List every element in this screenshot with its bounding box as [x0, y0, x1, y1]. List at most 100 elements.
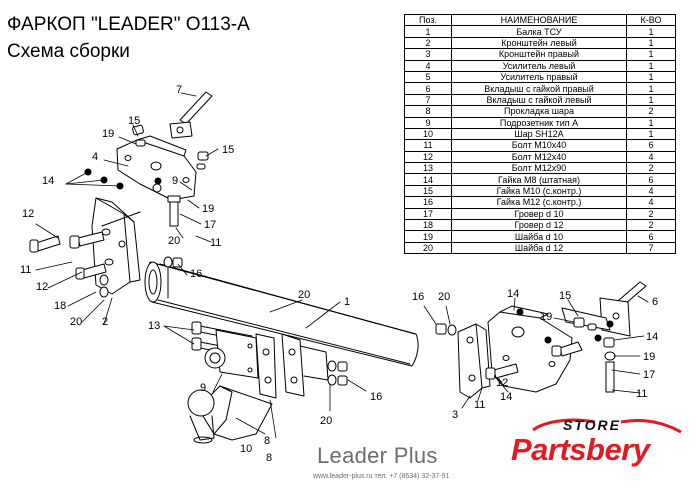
callout-label: 19 [202, 203, 214, 215]
cell-position: 18 [404, 219, 452, 232]
cell-position: 1 [404, 25, 452, 38]
callout-label: 15 [559, 290, 571, 302]
part-right-bracket [457, 323, 491, 399]
part-insert-left [169, 91, 213, 139]
cell-position: 14 [404, 173, 452, 186]
callout-label: 16 [412, 291, 424, 303]
cell-quantity: 2 [626, 105, 676, 118]
column-header-name: НАИМЕНОВАНИЕ [451, 13, 627, 27]
leader-lines [35, 92, 649, 439]
part-tow-beam [144, 261, 419, 367]
cell-name: Шар SH12A [451, 127, 627, 141]
callout-label: 8 [266, 452, 272, 464]
cell-position: 9 [404, 116, 452, 129]
logo-swoosh [532, 418, 682, 434]
page-subtitle: Схема сборки [7, 41, 130, 62]
cell-quantity: 2 [626, 162, 676, 175]
callout-label: 11 [636, 388, 647, 400]
cell-position: 3 [404, 48, 452, 61]
callout-label: 14 [500, 391, 512, 403]
callout-label: 3 [452, 409, 458, 421]
callout-label: 15 [222, 144, 234, 156]
callout-label: 19 [643, 351, 655, 363]
cell-quantity: 1 [626, 127, 676, 141]
cell-name: Кронштейн правый [451, 48, 627, 61]
brand-name: Leader Plus [317, 443, 438, 468]
part-insert-right [561, 281, 647, 337]
callout-label: 13 [148, 320, 160, 332]
callout-label: 10 [240, 443, 252, 455]
callout-label: 17 [204, 219, 216, 231]
cell-name: Вкладыш с гайкой правый [451, 82, 627, 95]
cell-quantity: 2 [626, 207, 676, 221]
cell-position: 16 [404, 196, 452, 209]
cell-quantity: 1 [626, 25, 676, 38]
cell-name: Болт М12х90 [451, 162, 627, 175]
callout-label: 7 [176, 84, 182, 96]
callout-label: 9 [172, 175, 178, 187]
cell-name: Шайба d 10 [451, 230, 627, 243]
callout-label: 16 [370, 391, 382, 403]
callout-label: 12 [496, 377, 508, 389]
callout-label: 18 [54, 300, 66, 312]
callout-label: 14 [42, 175, 54, 187]
cell-name: Усилитель правый [451, 70, 627, 84]
cell-quantity: 1 [626, 48, 676, 61]
part-socket-plate [204, 329, 259, 379]
brand-contact: www.leader-plus.ru тел. +7 (8634) 32-37-… [313, 473, 450, 480]
callout-label: 11 [210, 237, 221, 249]
callout-label: 15 [128, 115, 140, 127]
cell-name: Болт М12х40 [451, 150, 627, 164]
parts-table-header-row: Поз. НАИМЕНОВАНИЕ К-ВО [404, 13, 676, 27]
cell-name: Гайка М12 (с.контр.) [451, 196, 627, 209]
part-right-fasteners [485, 317, 616, 393]
callout-labels: 7 15 19 15 4 14 9 19 17 20 11 12 11 16 1… [20, 84, 658, 464]
cell-name: Шайба d 12 [451, 241, 627, 255]
cell-position: 5 [404, 70, 452, 84]
callout-label: 20 [320, 415, 332, 427]
cell-quantity: 1 [626, 93, 676, 107]
cell-position: 20 [404, 241, 452, 255]
cell-name: Болт М10х40 [451, 139, 627, 152]
cell-name: Прокладка шара [451, 105, 627, 118]
callout-label: 17 [643, 369, 655, 381]
callout-label: 2 [102, 316, 108, 328]
cell-position: 12 [404, 150, 452, 164]
store-logo-word: STORE [563, 417, 621, 433]
cell-quantity: 4 [626, 150, 676, 164]
cell-quantity: 1 [626, 36, 676, 50]
cell-quantity: 4 [626, 184, 676, 198]
cell-quantity: 1 [626, 59, 676, 72]
cell-quantity: 1 [626, 116, 676, 129]
cell-quantity: 2 [626, 219, 676, 232]
cell-name: Гайка М10 (с.контр.) [451, 184, 627, 198]
cell-position: 11 [404, 139, 452, 152]
cell-position: 2 [404, 36, 452, 50]
cell-position: 13 [404, 162, 452, 175]
callout-label: 20 [438, 291, 450, 303]
callout-label: 4 [92, 151, 98, 163]
cell-quantity: 1 [626, 70, 676, 84]
part-left-bracket [91, 197, 141, 295]
callout-label: 12 [36, 281, 48, 293]
callout-label: 11 [474, 399, 485, 411]
cell-position: 6 [404, 82, 452, 95]
cell-name: Вкладыш с гайкой левый [451, 93, 627, 107]
cell-position: 17 [404, 207, 452, 221]
cell-quantity: 6 [626, 173, 676, 186]
cell-name: Подрозетник тип А [451, 116, 627, 129]
callout-label: 1 [344, 296, 350, 308]
cell-name: Гровер d 12 [451, 219, 627, 232]
